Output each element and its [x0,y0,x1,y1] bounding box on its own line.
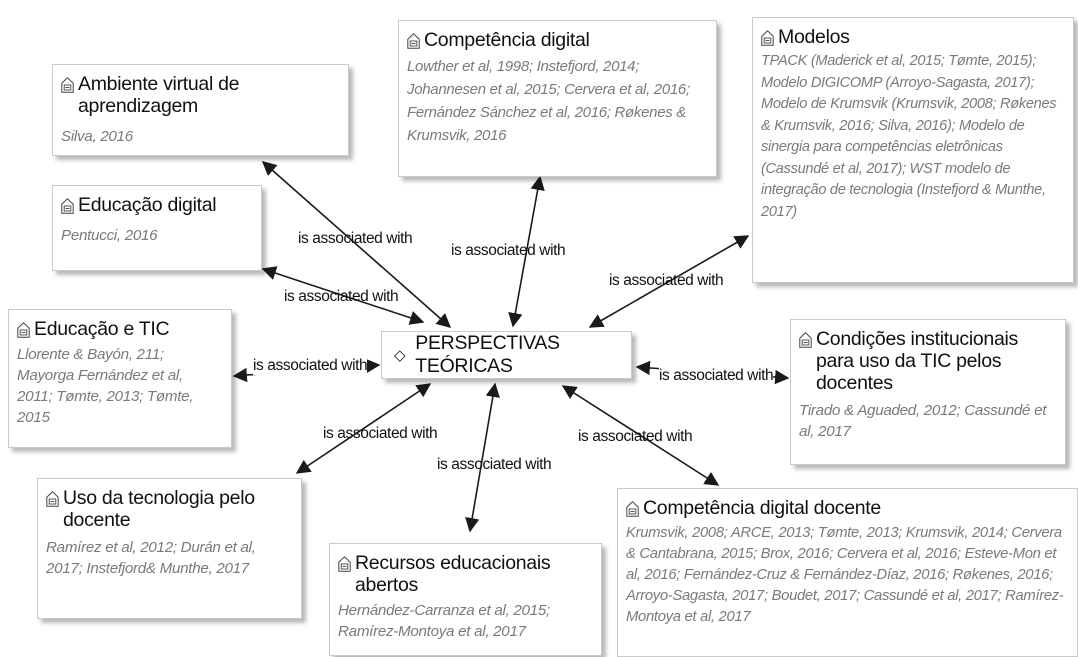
edge-modelos [588,235,750,328]
node-references: Pentucci, 2016 [61,227,158,244]
node-uso-tecnologia[interactable]: Uso da tecnologia pelo docente Ramírez e… [37,478,302,619]
node-competencia-digital-docente[interactable]: Competência digital docente Krumsvik, 20… [617,488,1078,657]
document-icon [61,198,74,214]
edge-uso-tecnologia [295,383,432,474]
edge-label-educacao-tic: is associated with [253,357,368,375]
node-modelos[interactable]: Modelos TPACK (Maderick et al, 2015; Tøm… [752,17,1074,283]
node-ambiente-virtual[interactable]: Ambiente virtual de aprendizagem Silva, … [52,64,349,156]
node-title: Educação digital [78,194,217,216]
document-icon [61,77,74,93]
document-icon [407,33,420,49]
node-title: Competência digital docente [643,497,881,519]
node-title: Educação e TIC [34,318,170,340]
node-title: Uso da tecnologia pelo docente [63,487,255,531]
edge-educacao-digital [261,266,425,325]
document-icon [626,501,639,517]
node-references: Hernández-Carranza et al, 2015; Ramírez-… [338,602,550,640]
document-icon [761,30,774,46]
node-title: Ambiente virtual de aprendizagem [78,73,240,117]
node-title: Recursos educacionais abertos [355,552,551,596]
node-educacao-digital[interactable]: Educação digital Pentucci, 2016 [52,185,262,271]
document-icon [17,322,30,338]
edge-label-educacao-digital: is associated with [284,288,399,305]
document-icon [46,491,59,507]
document-icon [799,332,812,348]
node-references: Llorente & Bayón, 211; Mayorga Fernández… [17,346,194,426]
node-title: Competência digital [424,29,590,51]
edge-label-competencia-digital: is associated with [451,242,566,259]
node-references: Tirado & Aguaded, 2012; Cassundé et al, … [799,402,1047,440]
node-references: Ramírez et al, 2012; Durán et al, 2017; … [46,539,256,577]
edge-label-modelos: is associated with [609,272,724,289]
node-title: Condições institucionais para uso da TIC… [816,328,1018,394]
edge-label-uso-tecnologia: is associated with [323,425,438,442]
edge-competencia-docente [561,385,720,486]
node-title: Modelos [778,26,850,48]
center-node[interactable]: ◇ PERSPECTIVAS TEÓRICAS [381,331,632,379]
node-references: Krumsvik, 2008; ARCE, 2013; Tømte, 2013;… [626,525,1064,625]
node-recursos-abertos[interactable]: Recursos educacionais abertos Hernández-… [329,543,602,656]
node-competencia-digital[interactable]: Competência digital Lowther et al, 1998;… [398,20,717,177]
node-references: Lowther et al, 1998; Instefjord, 2014; J… [407,58,690,144]
node-references: Silva, 2016 [61,128,133,145]
center-node-label: PERSPECTIVAS TEÓRICAS [415,332,560,377]
edge-label-ambiente: is associated with [298,230,413,247]
edge-label-competencia-docente: is associated with [578,428,693,445]
edge-label-recursos: is associated with [437,456,552,473]
node-condicoes-institucionais[interactable]: Condições institucionais para uso da TIC… [790,319,1066,465]
node-educacao-tic[interactable]: Educação e TIC Llorente & Bayón, 211; Ma… [8,309,232,448]
document-icon [338,556,351,572]
diamond-icon: ◇ [394,347,406,364]
edge-competencia-digital [508,175,545,328]
node-references: TPACK (Maderick et al, 2015; Tømte, 2015… [761,53,1057,220]
edge-recursos [465,382,500,533]
edge-label-condicoes: is associated with [659,367,774,385]
